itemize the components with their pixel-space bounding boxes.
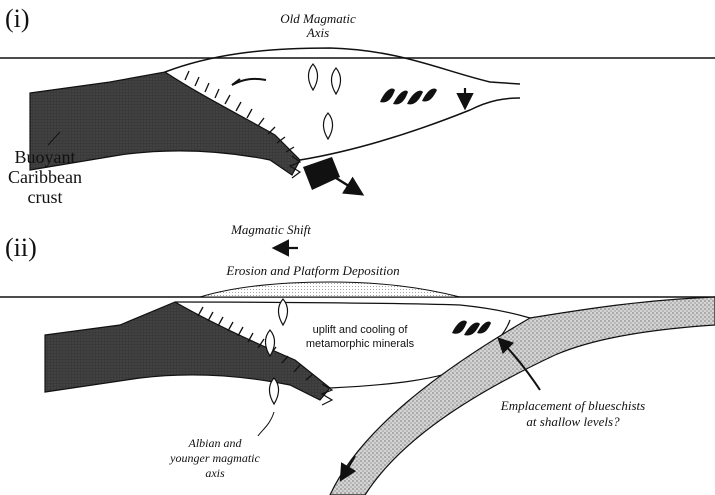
crust-label-line1: Buoyant: [15, 147, 76, 167]
blueschist-lenses-ii: [452, 320, 491, 335]
subducting-block-i: [303, 157, 340, 190]
magma-drop-icon: [269, 378, 278, 404]
emplacement-label-line2: at shallow levels?: [526, 414, 620, 429]
crust-label-line3: crust: [28, 187, 63, 207]
old-magmatic-axis-subtitle: Axis: [306, 25, 329, 40]
crust-label-line2: Caribbean: [8, 167, 82, 187]
uplift-label-line2: metamorphic minerals: [306, 338, 415, 350]
magma-drop-icon: [331, 68, 340, 94]
arc-top-outline-ii: [175, 302, 530, 318]
panel-i-label: (i): [5, 4, 30, 33]
blueschist-lenses-i: [380, 88, 437, 104]
erosion-label: Erosion and Platform Deposition: [225, 263, 399, 278]
albian-leader-line: [258, 412, 274, 436]
arc-bottom-outline-i: [300, 98, 520, 160]
magma-drop-icon: [323, 113, 332, 139]
uplift-label-line1: uplift and cooling of: [313, 324, 409, 336]
panel-i: (i) Old Magmatic Axis: [0, 4, 715, 207]
magmatic-shift-label: Magmatic Shift: [230, 222, 311, 237]
old-magmatic-axis-title: Old Magmatic: [280, 11, 356, 26]
albian-label-line2: younger magmatic: [169, 451, 260, 465]
albian-label-line3: axis: [205, 466, 225, 480]
platform-deposits: [200, 282, 460, 297]
arc-top-outline-i: [165, 48, 520, 84]
magma-drop-icon: [308, 64, 317, 90]
albian-label-line1: Albian and: [188, 436, 243, 450]
panel-ii-label: (ii): [5, 233, 37, 262]
magma-drop-icon: [278, 299, 287, 325]
emplacement-label-line1: Emplacement of blueschists: [500, 398, 645, 413]
panel-ii: (ii) Magmatic Shift Erosion and Platform…: [0, 222, 715, 495]
block-motion-arrow-i: [336, 178, 360, 193]
